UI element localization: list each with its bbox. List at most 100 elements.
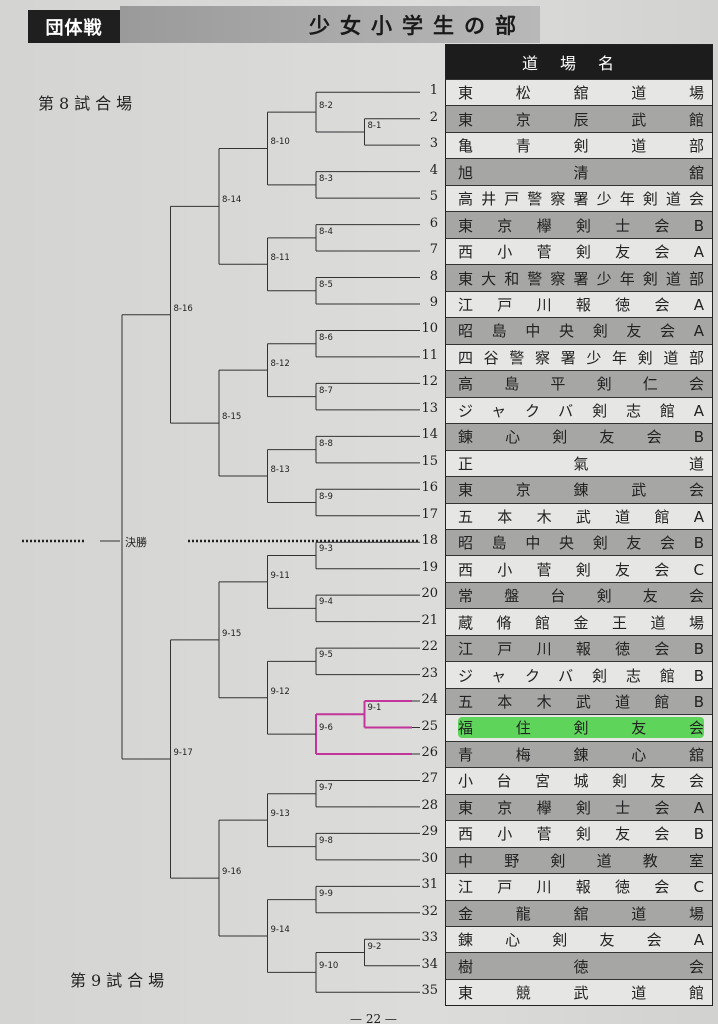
- match-label: 8-6: [319, 332, 333, 343]
- table-row: 常盤台剣友会: [446, 581, 712, 609]
- dojo-name: 金龍舘道場: [458, 904, 704, 923]
- seed-number: 34: [421, 956, 438, 972]
- dojo-name: ジャクバ剣志館B: [458, 666, 704, 685]
- seed-number: 24: [421, 692, 438, 708]
- match-label: 8-9: [319, 491, 333, 502]
- match-label: 9-1: [367, 703, 382, 714]
- dojo-name: 江戸川報徳会A: [458, 295, 704, 314]
- seed-number: 16: [421, 480, 438, 496]
- seed-number: 6: [429, 215, 438, 231]
- table-row: 西小菅剣友会B: [446, 820, 712, 847]
- seed-number: 10: [421, 321, 438, 337]
- table-row: 東京錬武会: [446, 476, 712, 503]
- table-row: 樹 徳 会: [446, 952, 712, 979]
- dojo-name: 亀青剣道部: [458, 137, 704, 156]
- match-label: 8-15: [222, 412, 242, 423]
- dojo-name: 小台宮城剣友会: [458, 772, 704, 791]
- table-row: 東競武道館: [446, 978, 712, 1006]
- table-row: ジャクバ剣志館A: [446, 396, 712, 424]
- table-row: 蔵脩館金王道場: [446, 608, 712, 635]
- seed-number: 30: [421, 850, 438, 866]
- seed-number: 33: [421, 930, 438, 946]
- dojo-name: 昭島中央剣友会A: [458, 322, 704, 341]
- table-row: 昭島中央剣友会A: [446, 317, 712, 344]
- venue-8-label: 第8試合場: [38, 94, 138, 113]
- dojo-name: 四谷警察署少年剣道部: [458, 348, 704, 367]
- dojo-name: 福住剣友会: [458, 717, 704, 739]
- match-label: 9-8: [319, 835, 333, 846]
- match-label: 9-2: [367, 941, 382, 952]
- seed-number: 2: [429, 109, 438, 125]
- table-row: 東京欅剣士会B: [446, 211, 712, 238]
- seed-number: 12: [421, 374, 438, 390]
- seed-number: 17: [421, 506, 438, 522]
- table-row: 旭 清 舘: [446, 158, 712, 185]
- table-row: 江戸川報徳会B: [446, 634, 712, 662]
- match-label: 9-9: [319, 888, 333, 899]
- dojo-name: 蔵脩館金王道場: [458, 613, 704, 632]
- dojo-name: 五本木武道館B: [458, 693, 704, 712]
- seed-number: 29: [421, 824, 438, 840]
- seed-number: 14: [421, 427, 438, 443]
- dojo-name: 錬心剣友会B: [458, 428, 704, 447]
- dojo-name: 高井戸警察署少年剣道会: [458, 190, 704, 209]
- dojo-name: 江戸川報徳会B: [458, 640, 704, 659]
- venue-9-label: 第9試合場: [70, 971, 170, 990]
- seed-number: 18: [421, 533, 438, 549]
- match-label: 8-13: [270, 465, 290, 476]
- seed-number: 7: [429, 242, 438, 258]
- match-label: 8-12: [270, 359, 290, 370]
- seed-number: 26: [421, 744, 438, 760]
- dojo-name: 樹 徳 会: [458, 957, 704, 976]
- table-row: ジャクバ剣志館B: [446, 661, 712, 688]
- match-label: 9-3: [319, 544, 333, 555]
- seed-number: 13: [421, 400, 438, 416]
- dojo-name: 西小菅剣友会B: [458, 825, 704, 844]
- table-row: 五本木武道館B: [446, 687, 712, 715]
- dojo-name: 西小菅剣友会C: [458, 560, 704, 579]
- dojo-name: 東京錬武会: [458, 481, 704, 500]
- match-label: 9-13: [270, 809, 290, 820]
- match-label: 8-10: [270, 137, 290, 148]
- dojo-name: 錬心剣友会A: [458, 931, 704, 950]
- match-label: 9-14: [270, 924, 290, 935]
- match-label: 9-4: [319, 597, 333, 608]
- seed-number: 21: [421, 612, 438, 628]
- table-row: 錬心剣友会A: [446, 926, 712, 953]
- table-row: 錬心剣友会B: [446, 423, 712, 450]
- category-label: 団体戦: [28, 10, 120, 43]
- seed-number: 22: [421, 639, 438, 655]
- match-label: 8-8: [319, 438, 333, 449]
- table-row: 昭島中央剣友会B: [446, 528, 712, 556]
- match-label: 8-3: [319, 173, 333, 184]
- table-row: 江戸川報徳会C: [446, 873, 712, 900]
- dojo-name: ジャクバ剣志館A: [458, 401, 704, 420]
- match-label: 8-2: [319, 101, 333, 112]
- seed-number: 3: [429, 136, 438, 152]
- match-label: 9-11: [270, 570, 290, 581]
- table-row: 亀青剣道部: [446, 131, 712, 159]
- dojo-name: 東松舘道場: [458, 84, 704, 103]
- table-row: 西小菅剣友会A: [446, 237, 712, 265]
- seed-number: 28: [421, 797, 438, 813]
- table-row: 五本木武道館A: [446, 502, 712, 529]
- match-label: 8-7: [319, 385, 333, 396]
- table-row: 東松舘道場: [446, 79, 712, 106]
- dojo-name: 東京欅剣士会B: [458, 216, 704, 235]
- match-label: 8-4: [319, 226, 333, 237]
- match-label: 9-12: [270, 686, 290, 697]
- seed-number: 4: [429, 162, 438, 178]
- dojo-name: 高島平剣仁会: [458, 375, 704, 394]
- dojo-name: 東大和警察署少年剣道部: [458, 269, 704, 288]
- table-row: 江戸川報徳会A: [446, 290, 712, 318]
- table-row: 東大和警察署少年剣道部: [446, 264, 712, 291]
- table-header: 道場名: [446, 45, 712, 79]
- match-label: 8-5: [319, 279, 333, 290]
- seed-number: 31: [421, 877, 438, 893]
- table-row: 金龍舘道場: [446, 899, 712, 926]
- match-label: 9-5: [319, 650, 333, 661]
- seed-number: 1: [429, 83, 438, 99]
- dojo-name: 江戸川報徳会C: [458, 878, 704, 897]
